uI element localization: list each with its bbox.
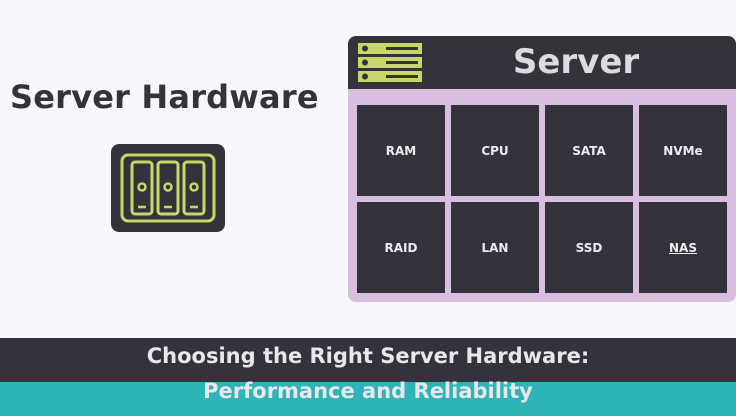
component-label: SSD [575,240,603,255]
component-label: RAID [384,240,418,255]
component-grid: RAM CPU SATA NVMe RAID LAN SSD NAS [357,105,727,293]
component-tile-nas[interactable]: NAS [639,202,727,293]
server-card-title: Server [512,42,640,82]
component-label: NVMe [663,143,703,158]
banner-subheadline: Performance and Reliability [203,379,533,403]
component-tile-ssd: SSD [545,202,633,293]
component-label: RAM [385,143,417,158]
component-tile-sata: SATA [545,105,633,196]
component-link-nas[interactable]: NAS [669,240,697,255]
component-tile-raid: RAID [357,202,445,293]
component-tile-ram: RAM [357,105,445,196]
server-rack-icon [356,42,424,84]
component-tile-nvme: NVMe [639,105,727,196]
component-tile-lan: LAN [451,202,539,293]
banner-top-band [0,338,736,382]
component-label: CPU [481,143,509,158]
component-tile-cpu: CPU [451,105,539,196]
server-card: Server RAM CPU SATA NVMe RAID LAN SSD NA… [348,36,736,302]
server-card-header: Server [348,36,736,89]
component-label: LAN [481,240,509,255]
component-label: SATA [572,143,606,158]
page-title: Server Hardware [10,78,319,116]
server-drives-icon [111,144,225,232]
banner-headline: Choosing the Right Server Hardware: [146,344,590,368]
banner-bottom-band [0,382,736,416]
